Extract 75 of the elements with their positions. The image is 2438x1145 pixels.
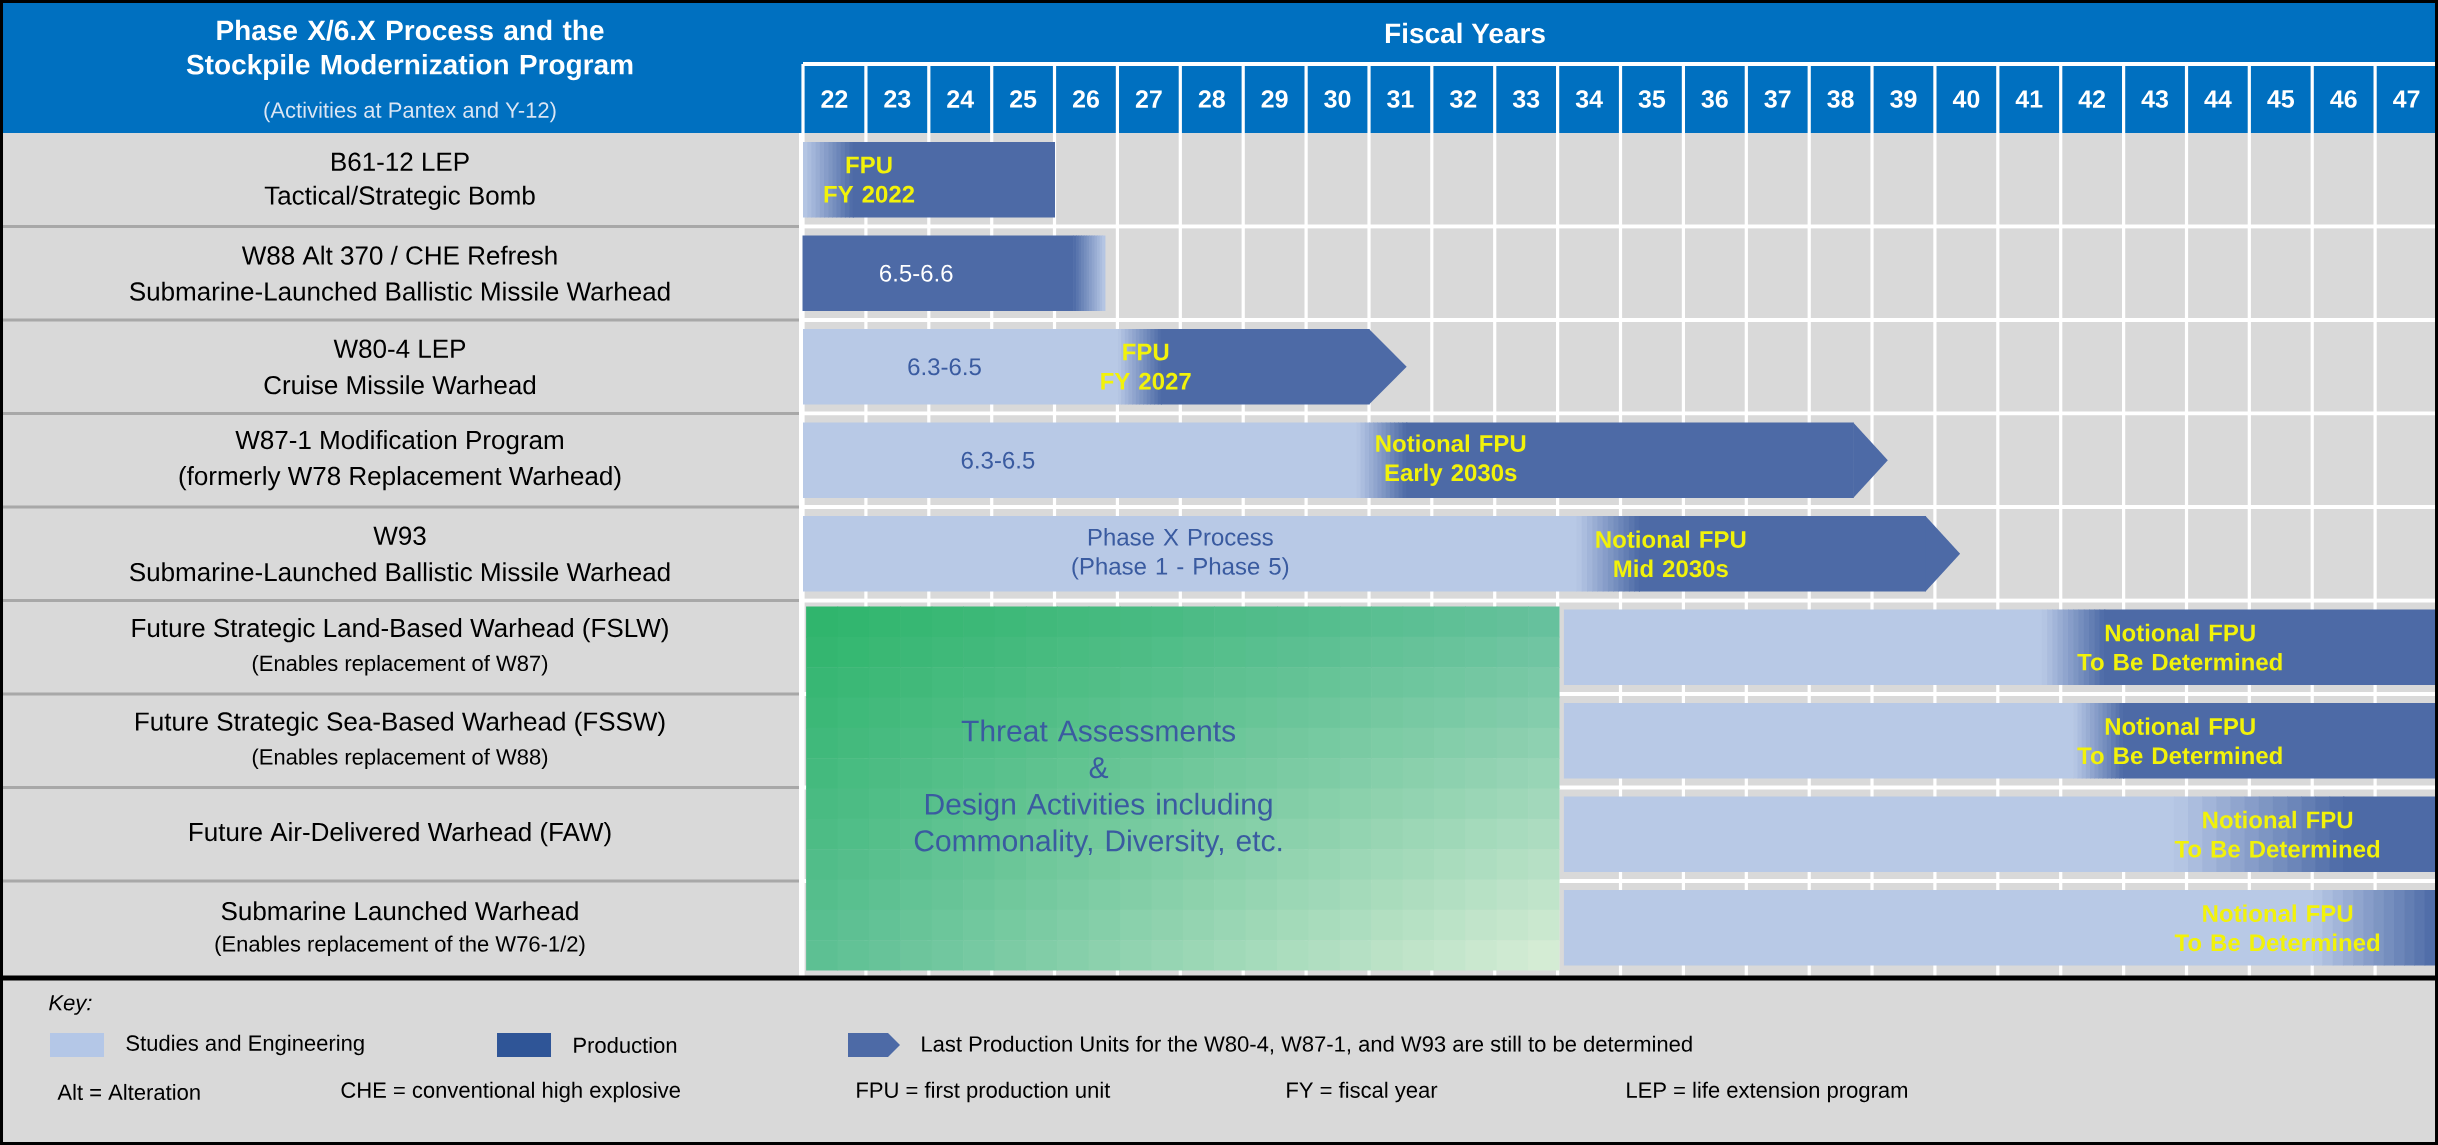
- year-label: 45: [2267, 90, 2294, 108]
- abbreviation-note: LEP = life extension program: [1627, 1081, 1907, 1103]
- row-label: Cruise Missile Warhead: [264, 375, 536, 395]
- year-label: 24: [947, 90, 974, 108]
- chart-title: Phase X/6.X Process and the Stockpile Modernization Program: [186, 19, 633, 81]
- node-label: FPU FY 2027: [1101, 343, 1191, 390]
- abbreviation-note: FPU = first production unit: [857, 1081, 1111, 1103]
- year-label: 35: [1638, 90, 1666, 108]
- timeline-bar: Notional FPU To Be Determined: [1563, 890, 2436, 966]
- year-label: 30: [1324, 90, 1351, 108]
- year-label: 42: [2078, 90, 2105, 108]
- timeline-bar: 6.3-6.5 Notional FPU Early 2030s: [803, 422, 1888, 498]
- year-label: 27: [1135, 90, 1162, 108]
- abbreviation-note: FY = fiscal year: [1287, 1081, 1438, 1103]
- row-label: W87-1 Modification Program: [235, 430, 563, 455]
- timeline-bar: 6.3-6.5 FPU FY 2027: [803, 329, 1407, 405]
- node-label: Notional FPU To Be Determined: [2077, 717, 2282, 765]
- row-label: B61-12 LEP: [332, 152, 469, 171]
- year-label: 34: [1575, 90, 1603, 108]
- timeline-bar: Notional FPU To Be Determined: [1563, 703, 2436, 779]
- year-label: 33: [1512, 90, 1540, 108]
- year-label: 36: [1701, 90, 1728, 108]
- year-label: 25: [1010, 90, 1037, 108]
- row-label: (Enables replacement of W87): [252, 654, 548, 676]
- timeline-bar: Phase X Process (Phase 1 - Phase 5) Notional FPU Mid 2030s: [803, 516, 1961, 592]
- year-label: 43: [2141, 90, 2168, 108]
- abbreviation-note: Alt = Alteration: [57, 1083, 200, 1101]
- year-label: 37: [1764, 90, 1791, 108]
- node-label: Notional FPU Early 2030s: [1376, 434, 1526, 486]
- node-label: Notional FPU To Be Determined: [2077, 623, 2282, 671]
- year-label: 22: [821, 90, 848, 108]
- row-label: W80-4 LEP: [333, 339, 466, 358]
- timeline-bar: Notional FPU To Be Determined: [1563, 609, 2436, 685]
- timeline-bar: Notional FPU To Be Determined: [1563, 796, 2436, 872]
- year-label: 26: [1073, 90, 1099, 108]
- year-label: 23: [884, 90, 911, 108]
- year-label: 46: [2330, 90, 2357, 108]
- year-label: 38: [1827, 90, 1854, 108]
- node-label: 6.3-6.5: [908, 358, 981, 376]
- row-label: Submarine-Launched Ballistic Missile Warhead: [130, 281, 670, 301]
- year-label: 47: [2393, 90, 2420, 108]
- year-label: 41: [2015, 90, 2043, 108]
- row-label: (Enables replacement of the W76-1/2): [215, 935, 585, 957]
- row-label: Future Strategic Land-Based Warhead (FSLW): [132, 618, 668, 643]
- key-heading: Key:: [49, 995, 92, 1015]
- row-label: (formerly W78 Replacement Warhead): [179, 466, 621, 491]
- year-label: 39: [1890, 90, 1917, 108]
- row-label: Future Strategic Sea-Based Warhead (FSSW): [136, 711, 665, 736]
- node-label: Threat Assessments & Design Activities including Commonality, Diversity, etc.: [914, 719, 1282, 858]
- legend-label: Last Production Units for the W80-4, W87-1, and W93 are still to be determined: [922, 1035, 1692, 1055]
- year-label: 31: [1387, 90, 1414, 108]
- legend-label: Production: [574, 1036, 677, 1054]
- year-label: 44: [2204, 90, 2232, 108]
- row-label: W93: [373, 526, 426, 545]
- row-label: Submarine-Launched Ballistic Missile Warhead: [130, 562, 670, 582]
- year-label: 29: [1261, 90, 1288, 108]
- node-label: 6.3-6.5: [961, 451, 1035, 469]
- row-label: Tactical/Strategic Bomb: [264, 185, 535, 210]
- axis-heading: Fiscal Years: [1385, 22, 1545, 44]
- activity-block: Threat Assessments & Design Activities including Commonality, Diversity, etc.: [806, 606, 1560, 971]
- year-label: 28: [1198, 90, 1225, 108]
- row-label: W88 Alt 370 / CHE Refresh: [241, 245, 557, 265]
- row-label: (Enables replacement of W88): [252, 748, 548, 770]
- legend-label: Studies and Engineering: [126, 1034, 364, 1056]
- abbreviation-note: CHE = conventional high explosive: [341, 1081, 680, 1103]
- node-label: Notional FPU To Be Determined: [2174, 810, 2380, 858]
- node-label: Phase X Process (Phase 1 - Phase 5): [1072, 528, 1289, 580]
- subtitle: (Activities at Pantex and Y-12): [264, 101, 556, 123]
- row-label: Submarine Launched Warhead: [221, 901, 578, 921]
- row-label: Future Air-Delivered Warhead (FAW): [190, 822, 611, 847]
- year-label: 32: [1449, 90, 1477, 108]
- production-bar: FPU FY 2022: [803, 142, 1055, 218]
- production-bar: 6.5-6.6: [802, 235, 1106, 311]
- node-label: Notional FPU Mid 2030s: [1596, 530, 1746, 578]
- year-label: 40: [1952, 90, 1980, 108]
